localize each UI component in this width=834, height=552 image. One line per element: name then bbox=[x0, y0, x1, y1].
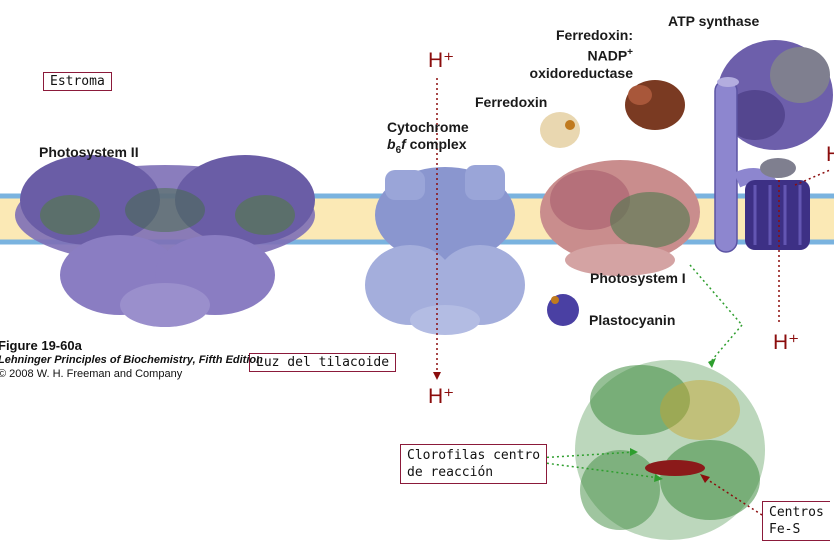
estroma-label: Estroma bbox=[43, 72, 112, 91]
photosystem-ii-structure bbox=[15, 155, 315, 327]
cytochrome-label-line2: b6f complex bbox=[387, 136, 469, 159]
luz-tilacoide-label: Luz del tilacoide bbox=[249, 353, 397, 372]
reaction-center-structure bbox=[575, 360, 765, 540]
zoom-pointer-right bbox=[689, 264, 743, 326]
photosystem-ii-label: Photosystem II bbox=[39, 144, 139, 160]
centros-label-line2: Fe-S bbox=[769, 522, 801, 537]
cytochrome-label: Cytochrome b6f complex bbox=[387, 119, 469, 159]
centros-label-line1: Centros bbox=[769, 505, 824, 520]
fe-s-pointer bbox=[704, 477, 763, 516]
clorofilas-pointer-1 bbox=[536, 451, 636, 459]
clorofilas-arrowhead-2 bbox=[654, 474, 663, 482]
zoom-pointer-down bbox=[711, 324, 743, 361]
figure-number: Figure 19-60a bbox=[0, 338, 82, 353]
cytochrome-b: b bbox=[387, 136, 396, 152]
clorofilas-label-line2: de reacción bbox=[407, 465, 494, 480]
proton-arrowhead-cytochrome bbox=[433, 372, 441, 380]
proton-path-atp-outlet bbox=[794, 169, 831, 186]
atp-synthase-structure bbox=[714, 40, 833, 253]
clorofilas-label-line1: Clorofilas centro bbox=[407, 448, 541, 463]
fe-s-arrowhead bbox=[700, 474, 710, 483]
atp-synthase-label: ATP synthase bbox=[668, 13, 760, 29]
proton-label-lumen: H⁺ bbox=[428, 385, 455, 408]
fnr-structure bbox=[625, 80, 685, 130]
plastocyanin-label: Plastocyanin bbox=[589, 312, 676, 328]
proton-label-stroma: H⁺ bbox=[428, 49, 455, 72]
ferredoxin-label: Ferredoxin bbox=[475, 94, 548, 110]
zoom-pointer-arrowhead bbox=[708, 358, 716, 368]
photosystem-i-label: Photosystem I bbox=[590, 270, 686, 286]
centros-fe-s-label: Centros Fe-S bbox=[762, 501, 830, 541]
fnr-label-line1: Ferredoxin: bbox=[555, 27, 633, 43]
proton-label-atp-lumen: H⁺ bbox=[773, 331, 800, 354]
figure-copyright: © 2008 W. H. Freeman and Company bbox=[0, 368, 183, 380]
cytochrome-rest: complex bbox=[405, 136, 467, 152]
fnr-label-line3: oxidoreductase bbox=[529, 64, 633, 81]
fnr-sup: + bbox=[627, 47, 633, 58]
clorofilas-pointer-2 bbox=[536, 461, 661, 479]
proton-label-atp-edge: H bbox=[826, 144, 834, 166]
ferredoxin-structure bbox=[540, 112, 580, 148]
fnr-label: Ferredoxin: NADP+ oxidoreductase bbox=[515, 27, 633, 82]
cytochrome-sub: 6 bbox=[395, 144, 402, 156]
cytochrome-f: f bbox=[401, 136, 406, 152]
cytochrome-b6f-structure bbox=[365, 165, 525, 335]
clorofilas-arrowhead-1 bbox=[630, 448, 638, 456]
fnr-label-line2: NADP+ bbox=[515, 44, 633, 65]
figure-caption: Figure 19-60a Lehninger Principles of Bi… bbox=[0, 339, 263, 381]
clorofilas-label: Clorofilas centro de reacción bbox=[400, 444, 548, 484]
cytochrome-label-line1: Cytochrome bbox=[387, 119, 469, 135]
plastocyanin-structure bbox=[547, 294, 579, 326]
fnr-nadp: NADP bbox=[587, 47, 628, 64]
photosystem-i-structure bbox=[540, 160, 700, 276]
figure-book: Lehninger Principles of Biochemistry, Fi… bbox=[0, 354, 263, 366]
